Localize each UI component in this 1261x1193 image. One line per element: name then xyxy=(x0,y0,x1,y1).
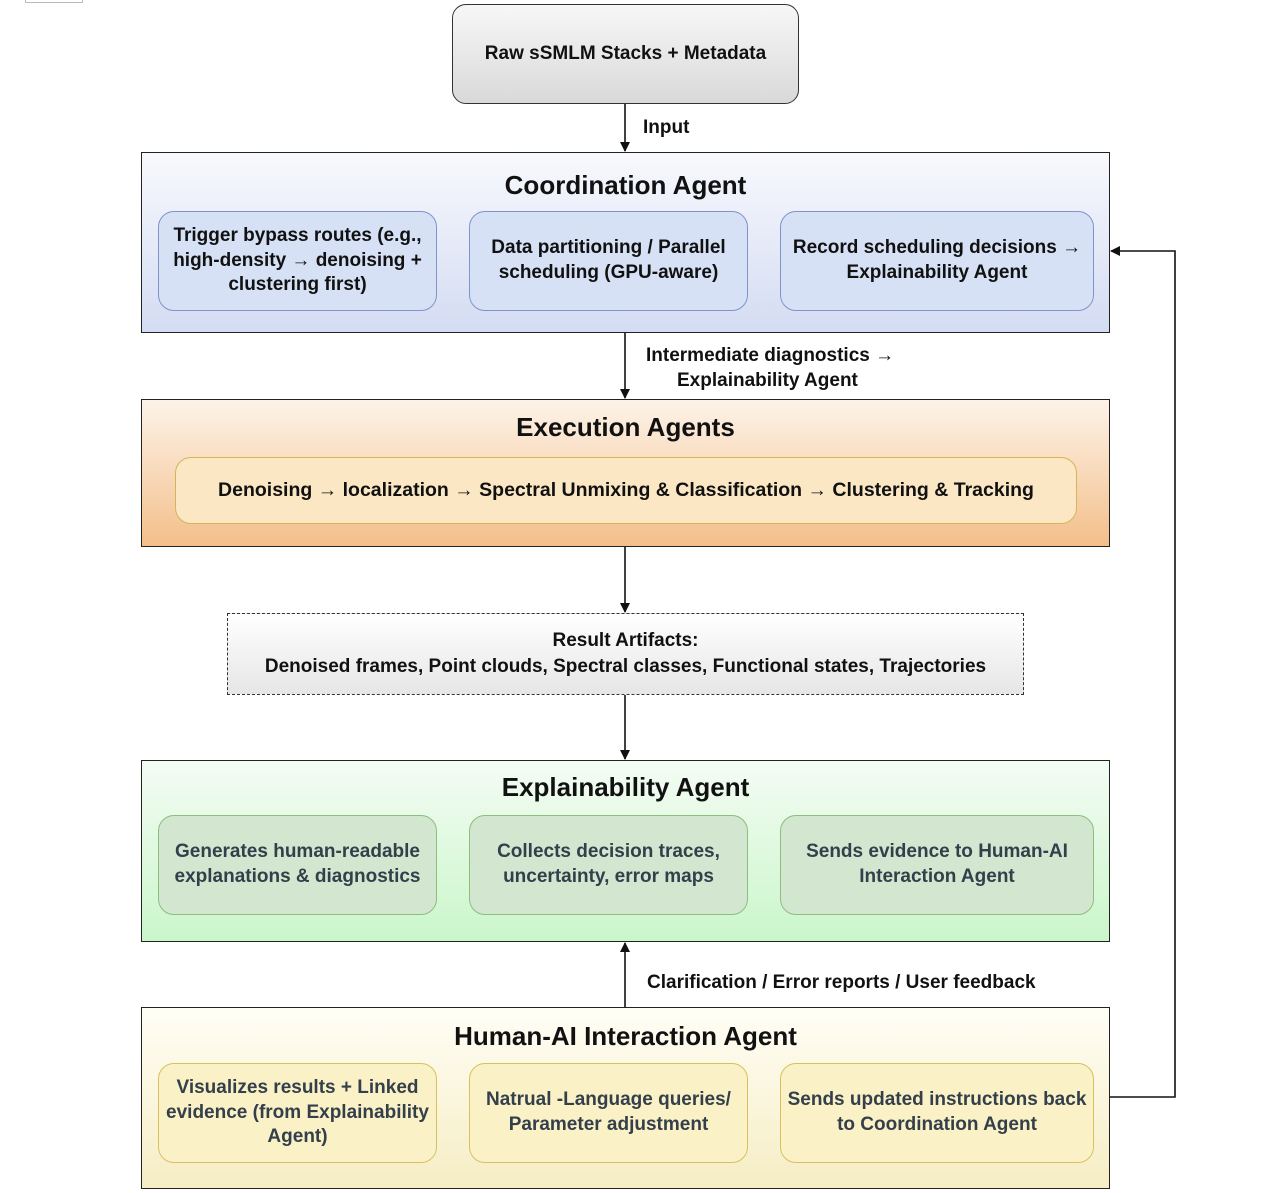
explainability-item-generates: Generates human-readable explanations & … xyxy=(158,815,437,915)
execution-agents-panel: Execution Agents Denoising → localizatio… xyxy=(141,399,1110,547)
edge-label-diagnostics-line1: Intermediate diagnostics → xyxy=(646,345,895,366)
raw-input-node: Raw sSMLM Stacks + Metadata xyxy=(452,4,799,104)
coordination-item-record: Record scheduling decisions → Explainabi… xyxy=(780,211,1094,311)
execution-pipeline: Denoising → localization → Spectral Unmi… xyxy=(175,457,1077,524)
human-item-queries-label: Natrual -Language queries/ Parameter adj… xyxy=(486,1089,731,1135)
edge-label-feedback: Clarification / Error reports / User fee… xyxy=(647,972,1036,993)
coordination-item-bypass: Trigger bypass routes (e.g., high-densit… xyxy=(158,211,437,311)
arrow-human-to-coordination xyxy=(1110,246,1176,1098)
human-item-queries: Natrual -Language queries/ Parameter adj… xyxy=(469,1063,748,1163)
explainability-item-sends-label: Sends evidence to Human-AI Interaction A… xyxy=(806,841,1068,887)
human-item-visualizes: Visualizes results + Linked evidence (fr… xyxy=(158,1063,437,1163)
execution-pipeline-label: Denoising → localization → Spectral Unmi… xyxy=(218,478,1034,501)
result-artifacts-title: Result Artifacts: xyxy=(552,630,699,652)
raw-input-label: Raw sSMLM Stacks + Metadata xyxy=(484,43,767,64)
explainability-item-sends: Sends evidence to Human-AI Interaction A… xyxy=(780,815,1094,915)
explainability-agent-title: Explainability Agent xyxy=(501,772,750,802)
human-item-sends-label: Sends updated instructions back to Coord… xyxy=(787,1089,1087,1135)
corner-mark xyxy=(25,0,83,3)
human-item-sends: Sends updated instructions back to Coord… xyxy=(780,1063,1094,1163)
explainability-item-generates-label: Generates human-readable explanations & … xyxy=(174,841,421,887)
human-ai-agent-title: Human-AI Interaction Agent xyxy=(454,1021,797,1051)
coordination-agent-title: Coordination Agent xyxy=(504,170,747,200)
explainability-item-collects-label: Collects decision traces, uncertainty, e… xyxy=(497,841,720,887)
coordination-agent-panel: Coordination Agent Trigger bypass routes… xyxy=(141,152,1110,333)
coordination-item-bypass-label: Trigger bypass routes (e.g., high-densit… xyxy=(173,224,422,296)
human-ai-agent-panel: Human-AI Interaction Agent Visualizes re… xyxy=(141,1007,1110,1189)
explainability-item-collects: Collects decision traces, uncertainty, e… xyxy=(469,815,748,915)
human-item-visualizes-label: Visualizes results + Linked evidence (fr… xyxy=(166,1076,429,1148)
edge-label-diagnostics-line2: Explainability Agent xyxy=(677,370,858,391)
explainability-agent-panel: Explainability Agent Generates human-rea… xyxy=(141,760,1110,942)
edge-label-input: Input xyxy=(643,117,690,138)
coordination-item-record-label: Record scheduling decisions → Explainabi… xyxy=(792,237,1082,283)
result-artifacts-node: Result Artifacts: Denoised frames, Point… xyxy=(227,613,1024,695)
coordination-item-partitioning: Data partitioning / Parallel scheduling … xyxy=(469,211,748,311)
coordination-item-partitioning-label: Data partitioning / Parallel scheduling … xyxy=(491,237,726,283)
result-artifacts-items: Denoised frames, Point clouds, Spectral … xyxy=(264,656,987,677)
execution-agents-title: Execution Agents xyxy=(516,412,735,442)
